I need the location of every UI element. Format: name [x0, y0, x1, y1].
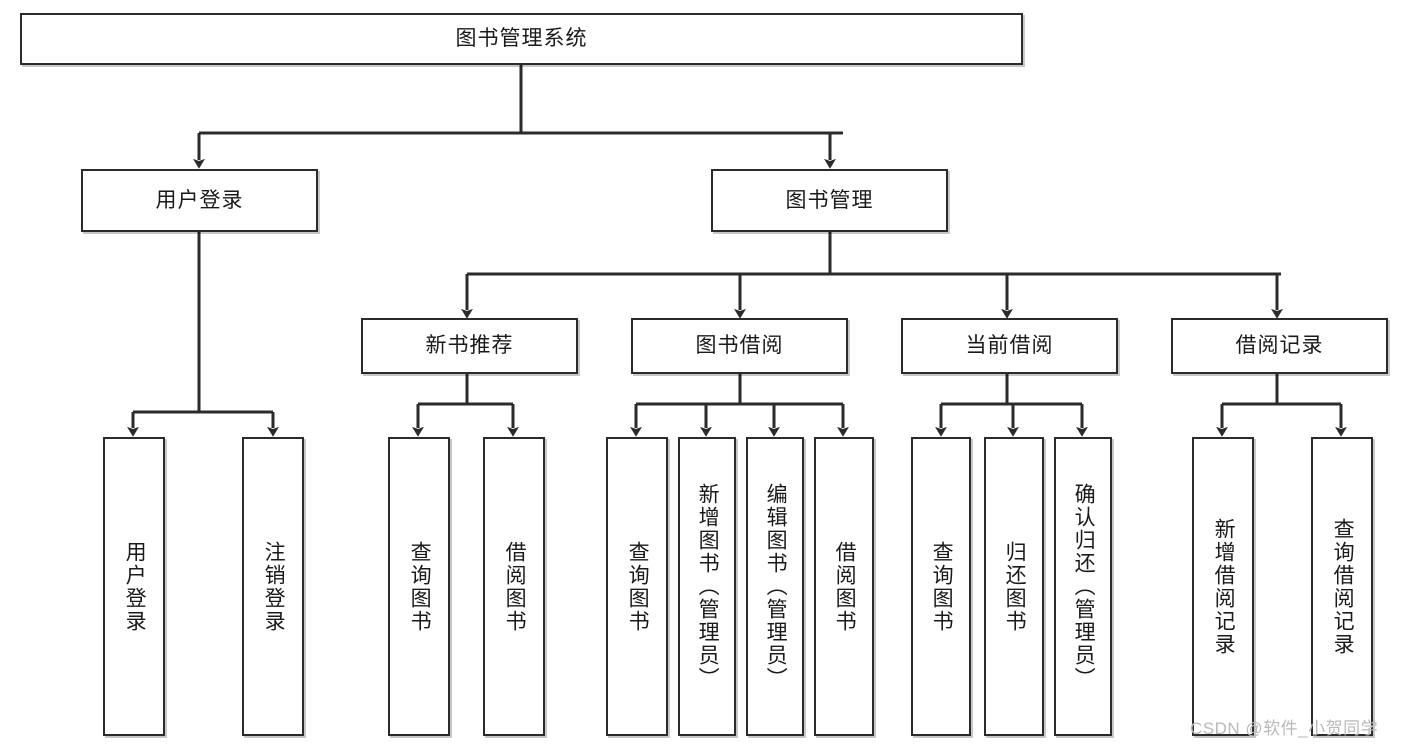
leaf-borrow-book-nbr[interactable]: 借阅图书	[483, 437, 545, 736]
leaf-query-book-bb[interactable]: 查询图书	[606, 437, 668, 736]
node-borrow-record[interactable]: 借阅记录	[1171, 318, 1388, 374]
leaf-label: 查询图书	[408, 540, 432, 633]
leaf-return-book[interactable]: 归还图书	[984, 437, 1044, 736]
leaf-borrow-book-bb[interactable]: 借阅图书	[814, 437, 874, 736]
leaf-user-login[interactable]: 用户登录	[103, 437, 165, 736]
leaf-confirm-return-admin[interactable]: 确认归还（管理员）	[1054, 437, 1112, 736]
node-root[interactable]: 图书管理系统	[20, 13, 1023, 65]
leaf-label: 新增借阅记录	[1212, 517, 1236, 656]
leaf-query-book-cb[interactable]: 查询图书	[911, 437, 971, 736]
node-book-management[interactable]: 图书管理	[711, 169, 948, 232]
leaf-label: 借阅图书	[503, 540, 527, 633]
node-current-borrow[interactable]: 当前借阅	[901, 318, 1118, 374]
leaf-edit-book-admin[interactable]: 编辑图书（管理员）	[746, 437, 804, 736]
csdn-watermark: CSDN @软件_小贺同学	[1190, 719, 1379, 738]
leaf-label: 查询图书	[930, 540, 954, 633]
leaf-label: 归还图书	[1003, 540, 1027, 633]
leaf-label: 新增图书（管理员）	[696, 483, 720, 690]
leaf-query-borrow-record[interactable]: 查询借阅记录	[1311, 437, 1373, 736]
leaf-add-borrow-record[interactable]: 新增借阅记录	[1192, 437, 1254, 736]
leaf-label: 借阅图书	[833, 540, 857, 633]
leaf-label: 查询借阅记录	[1331, 517, 1355, 656]
leaf-logout[interactable]: 注销登录	[242, 437, 304, 736]
node-user-login[interactable]: 用户登录	[81, 169, 318, 232]
leaf-label: 确认归还（管理员）	[1072, 483, 1096, 690]
leaf-label: 编辑图书（管理员）	[764, 483, 788, 690]
leaf-query-book-nbr[interactable]: 查询图书	[388, 437, 450, 736]
leaf-label: 用户登录	[123, 540, 147, 633]
node-book-borrow[interactable]: 图书借阅	[631, 318, 848, 374]
leaf-label: 注销登录	[262, 540, 286, 633]
leaf-add-book-admin[interactable]: 新增图书（管理员）	[678, 437, 736, 736]
leaf-label: 查询图书	[626, 540, 650, 633]
node-new-book-recommend[interactable]: 新书推荐	[361, 318, 578, 374]
